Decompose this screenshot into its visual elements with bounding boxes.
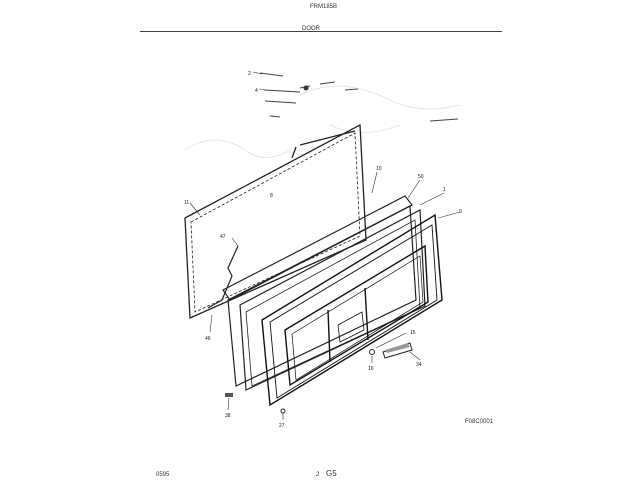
hardware-dashes [259, 72, 459, 122]
callout-47: 47 [220, 234, 226, 240]
callout-50: 50 [418, 174, 424, 180]
callout-11: 11 [184, 200, 189, 206]
callout-34: 34 [416, 362, 422, 368]
hinge-pin-icon [303, 85, 309, 91]
page-number: 2 [316, 472, 320, 478]
door-handle [382, 342, 413, 359]
drawing-code: F08C0001 [465, 419, 494, 425]
door-outer-frame [261, 213, 443, 407]
callout-4: 4 [255, 88, 258, 94]
callout-27: 27 [279, 423, 285, 429]
clip-icon [225, 393, 233, 397]
part-callouts: 2 4 8 10 11 50 1 9 47 46 15 34 16 38 27 [184, 71, 462, 429]
door-gasket-frame [222, 195, 426, 391]
header-rule [140, 31, 502, 32]
wire-harness [207, 245, 239, 309]
callout-16: 16 [368, 366, 374, 372]
callout-10: 10 [376, 166, 382, 172]
section-title: DOOR [302, 26, 320, 32]
screw-icon [280, 408, 286, 414]
page-code: G5 [326, 469, 337, 478]
leader-lines [189, 71, 461, 420]
callout-46: 46 [205, 336, 211, 342]
callout-2: 2 [248, 71, 251, 77]
footer-date: 0595 [156, 472, 170, 478]
door-liner-panel [184, 123, 367, 319]
callout-38: 38 [225, 413, 231, 419]
screw-icon [369, 349, 375, 355]
callout-15: 15 [410, 330, 416, 336]
callout-8: 8 [270, 193, 273, 199]
background-smudges [184, 85, 461, 158]
callout-1: 1 [443, 187, 446, 193]
callout-9: 9 [459, 209, 462, 215]
model-number: FRM185B [310, 4, 338, 10]
